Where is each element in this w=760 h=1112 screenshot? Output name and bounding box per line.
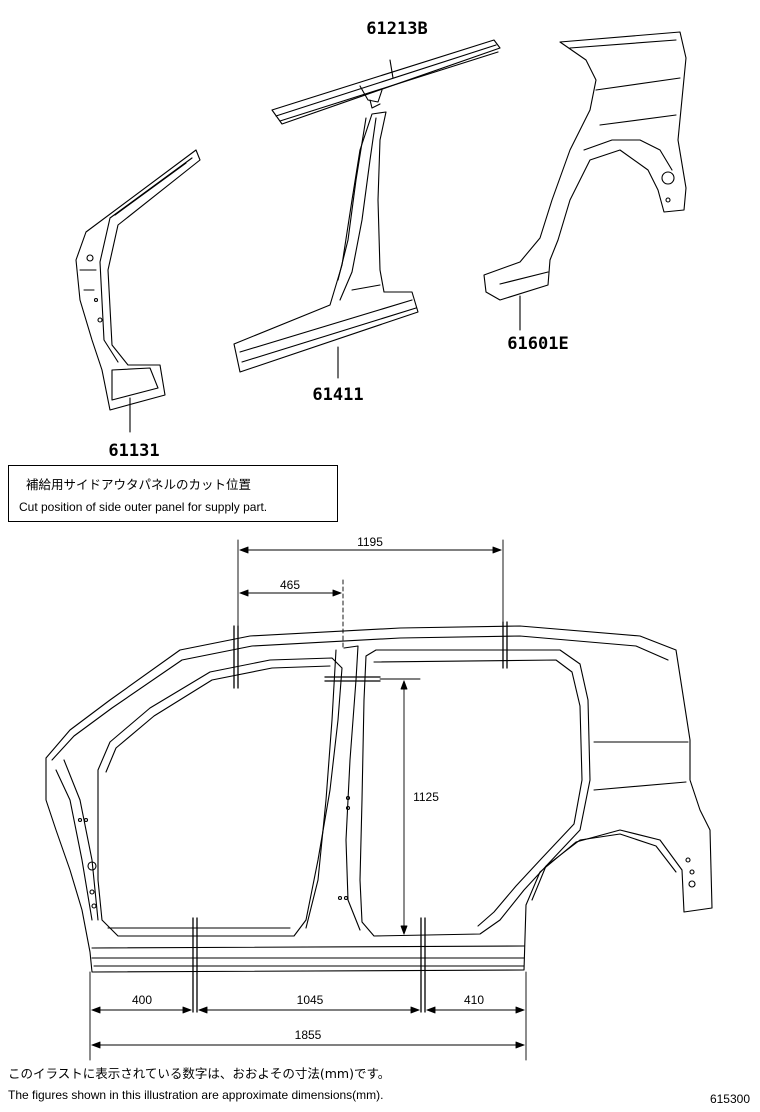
dim-pillar-height: 1125 [413,790,439,804]
roof-rail-part [271,39,501,125]
note-japanese: 補給用サイドアウタパネルのカット位置 [26,477,252,492]
note-english: Cut position of side outer panel for sup… [19,500,268,514]
cut-markers [192,621,508,1013]
footer-japanese: このイラストに表示されている数字は、おおよその寸法(mm)です。 [8,1066,391,1081]
dim-bottom-front: 400 [132,993,152,1007]
front-pillar-part [75,149,201,433]
dim-top-overall: 1195 [357,535,383,549]
quarter-panel-part [483,31,687,331]
center-pillar-part [233,111,419,379]
side-outer-panel [45,625,713,973]
figure-code: 615300 [709,1092,750,1106]
dim-top-partial: 465 [280,578,300,592]
part-label-61411: 61411 [312,385,363,405]
part-label-61601e: 61601E [507,334,568,354]
dim-bottom-overall: 1855 [295,1028,322,1042]
dimension-lines [89,539,527,1061]
leader-61213b [389,59,394,79]
part-label-61213b: 61213B [366,19,427,39]
part-label-61131: 61131 [108,441,159,461]
dim-bottom-middle: 1045 [297,993,324,1007]
footer-english: The figures shown in this illustration a… [8,1088,384,1102]
cut-position-note: 補給用サイドアウタパネルのカット位置 Cut position of side … [8,465,338,522]
dim-bottom-rear: 410 [464,993,484,1007]
